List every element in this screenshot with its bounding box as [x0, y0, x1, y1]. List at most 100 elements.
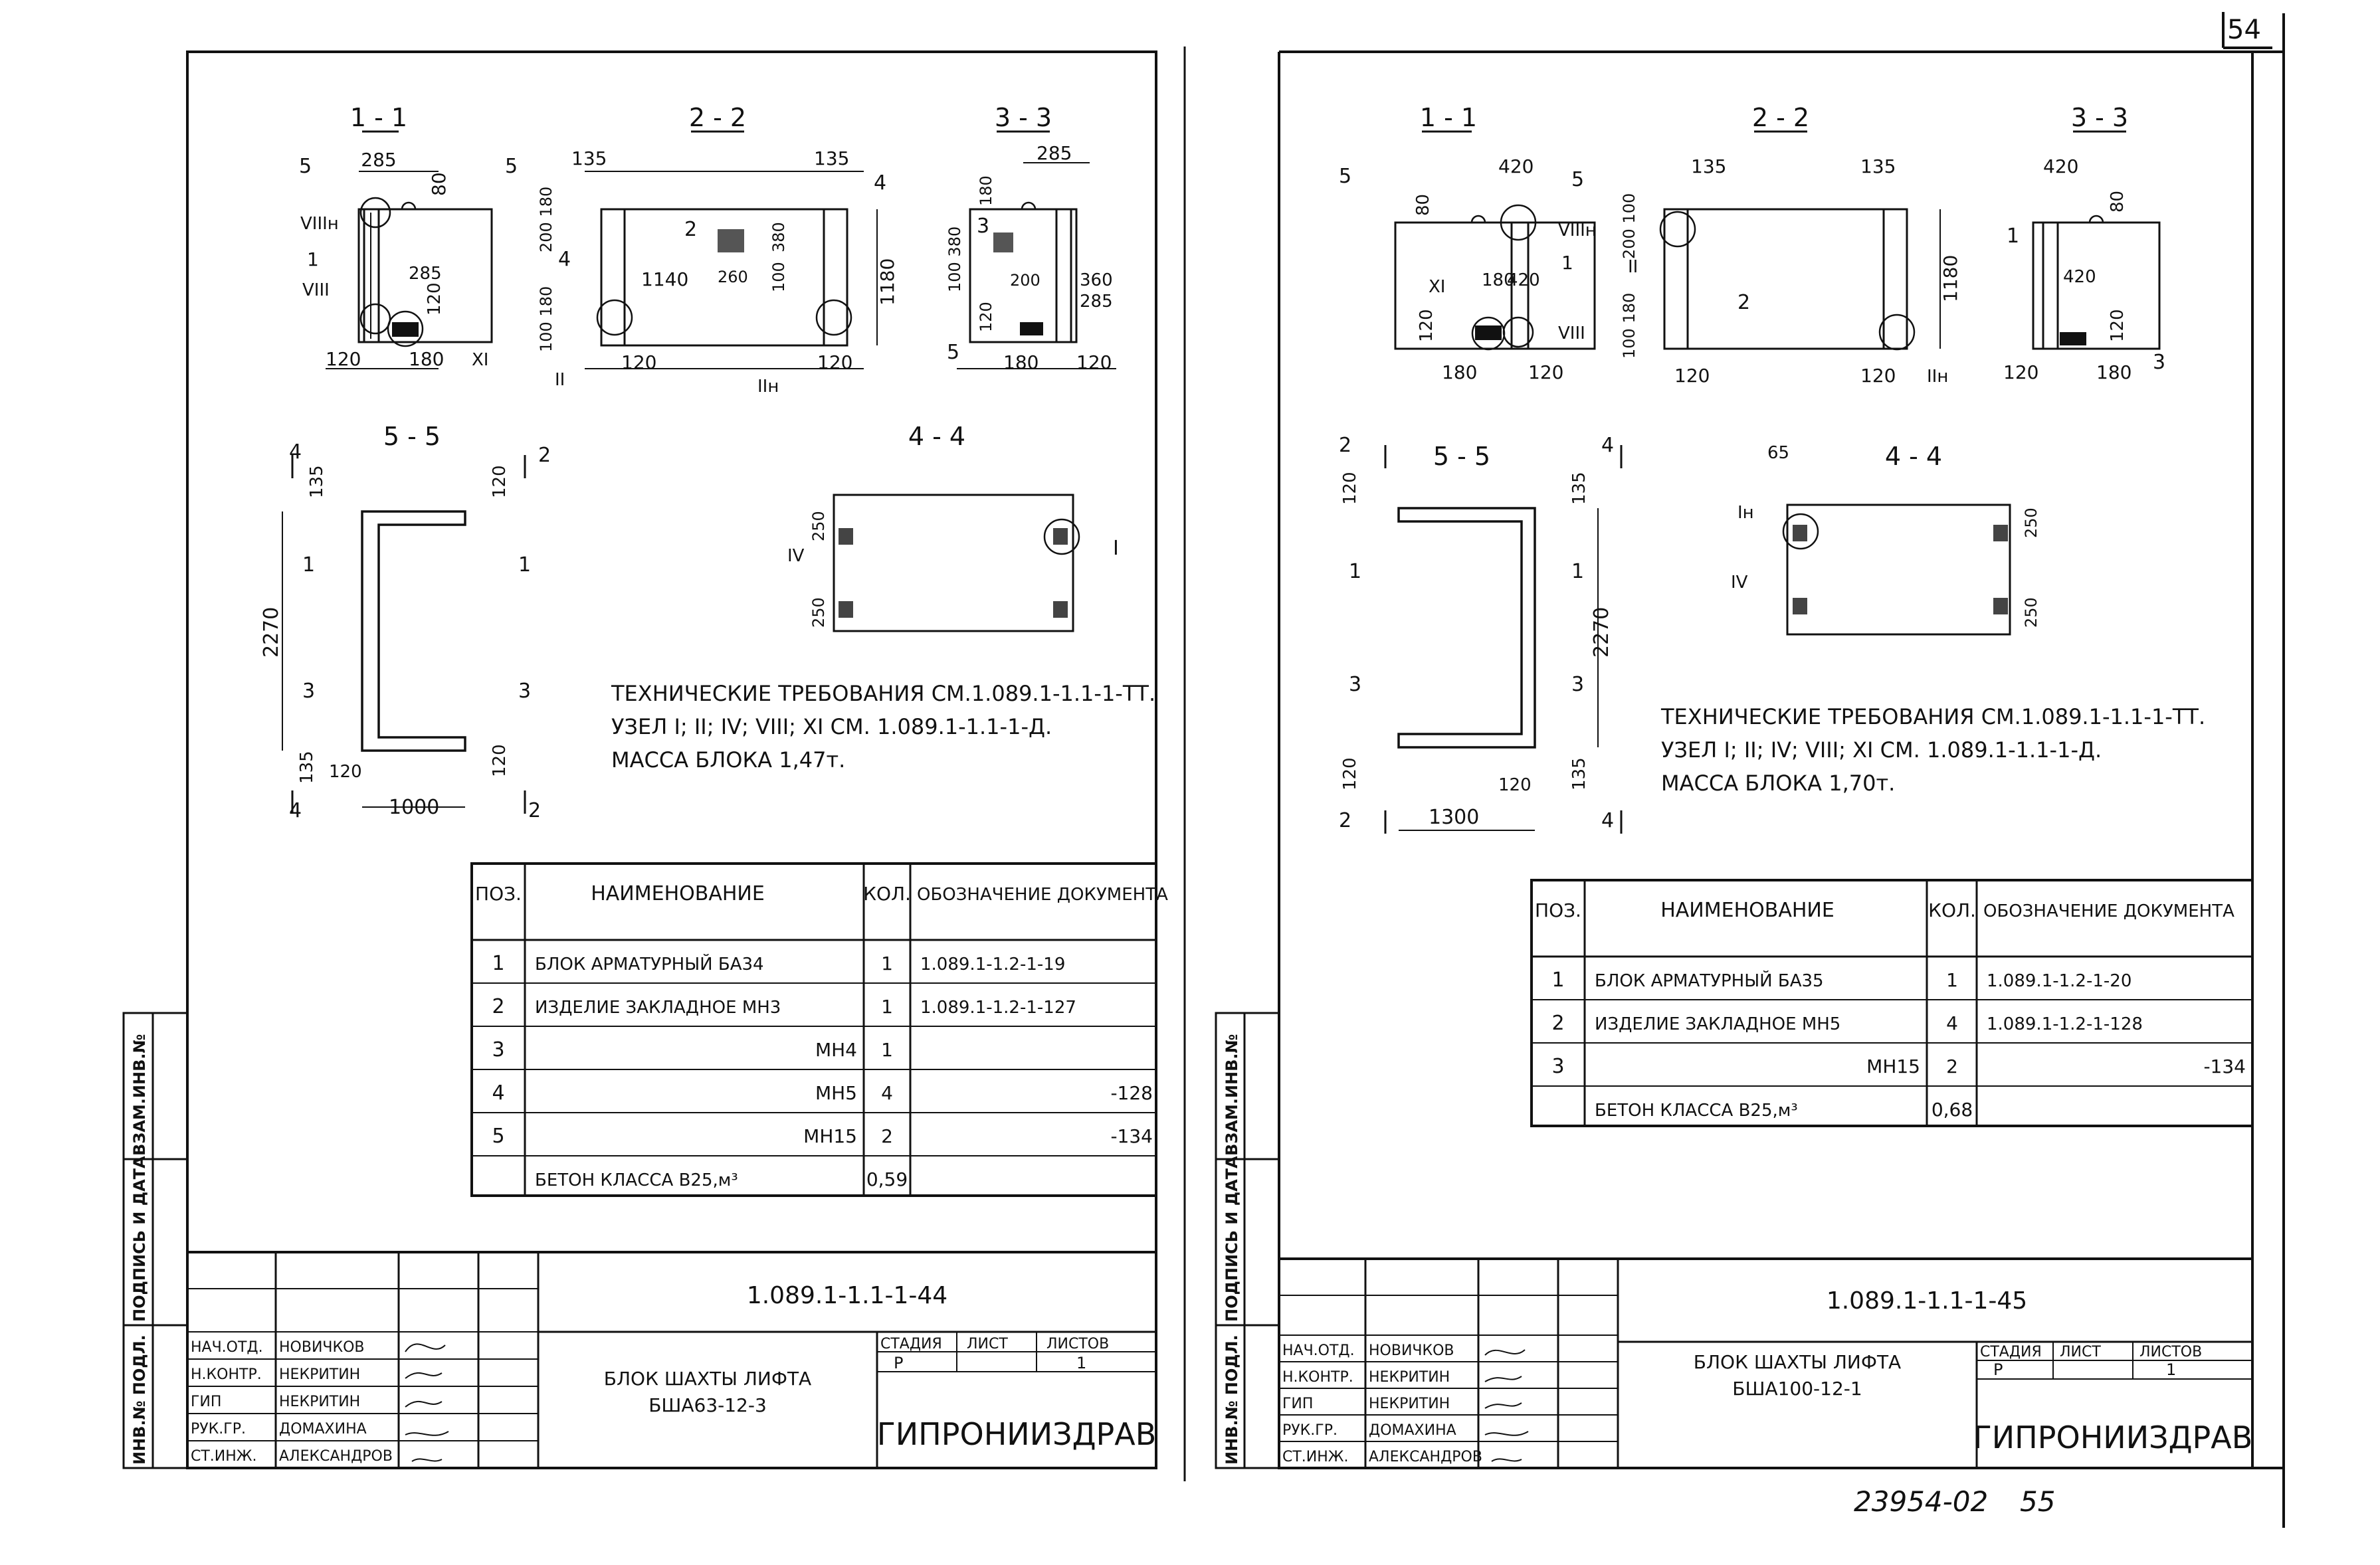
position-mark: 1: [2007, 225, 2019, 248]
dim-label: 250: [809, 511, 828, 541]
dim-label: 1180: [1939, 255, 1961, 302]
dim-label: 120: [1076, 351, 1112, 373]
section-4-4-view: 250 250 IV I: [787, 494, 1119, 632]
section-mark: 4: [289, 440, 302, 464]
spec-row-qty: 4: [881, 1082, 893, 1104]
side-stamp-strip: ВЗАМ.ИНВ.№ ПОДПИСЬ И ДАТА ИНВ.№ ПОДЛ.: [1215, 1012, 1280, 1469]
spec-header-name: НАИМЕНОВАНИЕ: [591, 882, 765, 905]
dim-label: 100 180: [537, 286, 555, 352]
section-5-5-view: 135 120 2270 135 120 120 1000 4 2 1 1 3 …: [260, 440, 551, 822]
node-mark: II: [555, 370, 565, 390]
tech-line: МАССА БЛОКА 1,47т.: [611, 747, 845, 773]
staff-role: Н.КОНТР.: [191, 1366, 262, 1383]
title-block: 1.089.1-1.1-1-45 БЛОК ШАХТЫ ЛИФТА БША100…: [1278, 1257, 2254, 1469]
spec-row-qty: 2: [1946, 1056, 1958, 1077]
staff-role: ГИП: [191, 1394, 221, 1410]
sheet-value: 1: [1076, 1354, 1086, 1372]
side-label-sign: ПОДПИСЬ И ДАТА: [130, 1156, 149, 1322]
sheet-header: ЛИСТ: [967, 1336, 1008, 1352]
staff-name: НЕКРИТИН: [1369, 1369, 1450, 1386]
node-mark: IV: [1731, 573, 1748, 593]
section-mark: 5: [1571, 168, 1584, 191]
stage-header: СТАДИЯ: [880, 1336, 942, 1352]
section-mark: 2: [538, 444, 551, 467]
archive-number: 23954-02: [1854, 1485, 1988, 1518]
dim-label: 180: [409, 348, 444, 370]
node-mark: IIн: [1927, 367, 1948, 387]
spec-row-qty: 0,68: [1932, 1099, 1973, 1121]
dim-label: 1300: [1429, 806, 1479, 829]
spec-row-name: БЕТОН КЛАССА В25,м³: [1595, 1101, 1798, 1121]
title-line-1: БЛОК ШАХТЫ ЛИФТА: [1694, 1351, 1901, 1373]
staff-name: НЕКРИТИН: [1369, 1396, 1450, 1412]
staff-role: ГИП: [1282, 1396, 1313, 1412]
dim-label: 420: [2043, 155, 2078, 177]
spec-row-doc: -128: [1110, 1082, 1153, 1104]
dim-label: 80: [1413, 194, 1433, 216]
section-mark: 2: [1339, 809, 1351, 832]
dim-label: 285: [1080, 292, 1113, 312]
section-mark: 3: [302, 680, 315, 703]
spec-row-name: МН15: [803, 1125, 857, 1147]
node-mark: VIII: [302, 280, 330, 300]
section-mark: 1: [302, 553, 315, 577]
section-mark: 1: [518, 553, 531, 577]
section-mark: 3: [1571, 673, 1584, 696]
spec-row-pos: 5: [492, 1125, 504, 1148]
dim-label: 120: [1417, 309, 1437, 342]
staff-name: ДОМАХИНА: [279, 1421, 367, 1437]
dim-label: 1180: [876, 258, 898, 306]
dim-label: 65: [1767, 443, 1789, 463]
sheet-header: ЛИСТ: [2060, 1344, 2101, 1360]
node-mark: XI: [472, 350, 488, 370]
dim-label: 260: [718, 268, 748, 286]
dim-label: 120: [1528, 361, 1563, 383]
dim-label: 285: [409, 264, 442, 284]
dim-label: 360: [1080, 270, 1113, 290]
section-mark: 1: [1349, 560, 1361, 583]
staff-role: НАЧ.ОТД.: [1282, 1342, 1355, 1359]
position-mark: 5: [947, 341, 959, 364]
staff-role: СТ.ИНЖ.: [191, 1448, 256, 1465]
dim-label: 180: [977, 175, 995, 206]
side-label-replace: ВЗАМ.ИНВ.№: [1223, 1034, 1241, 1156]
section-title-1-1: 1 - 1: [1420, 103, 1477, 132]
side-label-sign: ПОДПИСЬ И ДАТА: [1223, 1156, 1241, 1322]
staff-role: НАЧ.ОТД.: [191, 1339, 263, 1356]
spec-row-doc: 1.089.1-1.2-1-127: [920, 998, 1076, 1018]
dim-label: 120: [425, 282, 445, 316]
spec-header-pos: ПОЗ.: [1535, 899, 1581, 921]
spec-row-name: БЕТОН КЛАССА В25,м³: [535, 1170, 738, 1190]
spec-row-name: ИЗДЕЛИЕ ЗАКЛАДНОЕ МН3: [535, 998, 781, 1018]
dim-label: 80: [2108, 191, 2128, 213]
dim-label: 135: [1860, 155, 1896, 177]
dim-label: 120: [490, 744, 510, 777]
doc-code: 1.089.1-1.1-1-44: [747, 1282, 947, 1309]
spec-header-name: НАИМЕНОВАНИЕ: [1660, 899, 1835, 922]
dim-label: 120: [1674, 365, 1710, 387]
dim-label: 180: [1003, 351, 1039, 373]
section-mark: 4: [289, 799, 302, 822]
section-title-3-3: 3 - 3: [995, 103, 1052, 132]
dim-label: 285: [1037, 142, 1072, 164]
sheets-header: ЛИСТОВ: [2139, 1344, 2202, 1360]
spec-row-name: БЛОК АРМАТУРНЫЙ БА34: [535, 953, 764, 974]
section-mark: 1: [1571, 560, 1584, 583]
org-name: ГИПРОНИИЗДРАВ: [1973, 1420, 2253, 1455]
side-label-inv: ИНВ.№ ПОДЛ.: [1223, 1335, 1241, 1465]
dim-label: 120: [1860, 365, 1896, 387]
dim-label: 380: [769, 222, 788, 252]
dim-label: 135: [814, 147, 849, 169]
spec-row-pos: 2: [1551, 1012, 1564, 1035]
tech-line: УЗЕЛ I; II; IV; VIII; XI СМ. 1.089.1-1.1…: [1661, 737, 2102, 763]
section-3-3-view: 420 80 420 120 120 180 1 3: [2003, 155, 2165, 383]
spec-row-pos: 3: [492, 1038, 504, 1061]
node-mark: VIII: [1558, 323, 1585, 343]
dim-label: 420: [1498, 155, 1534, 177]
dim-label: 100 380: [945, 227, 964, 292]
spec-row-qty: 1: [1946, 969, 1958, 991]
staff-role: СТ.ИНЖ.: [1282, 1449, 1348, 1465]
